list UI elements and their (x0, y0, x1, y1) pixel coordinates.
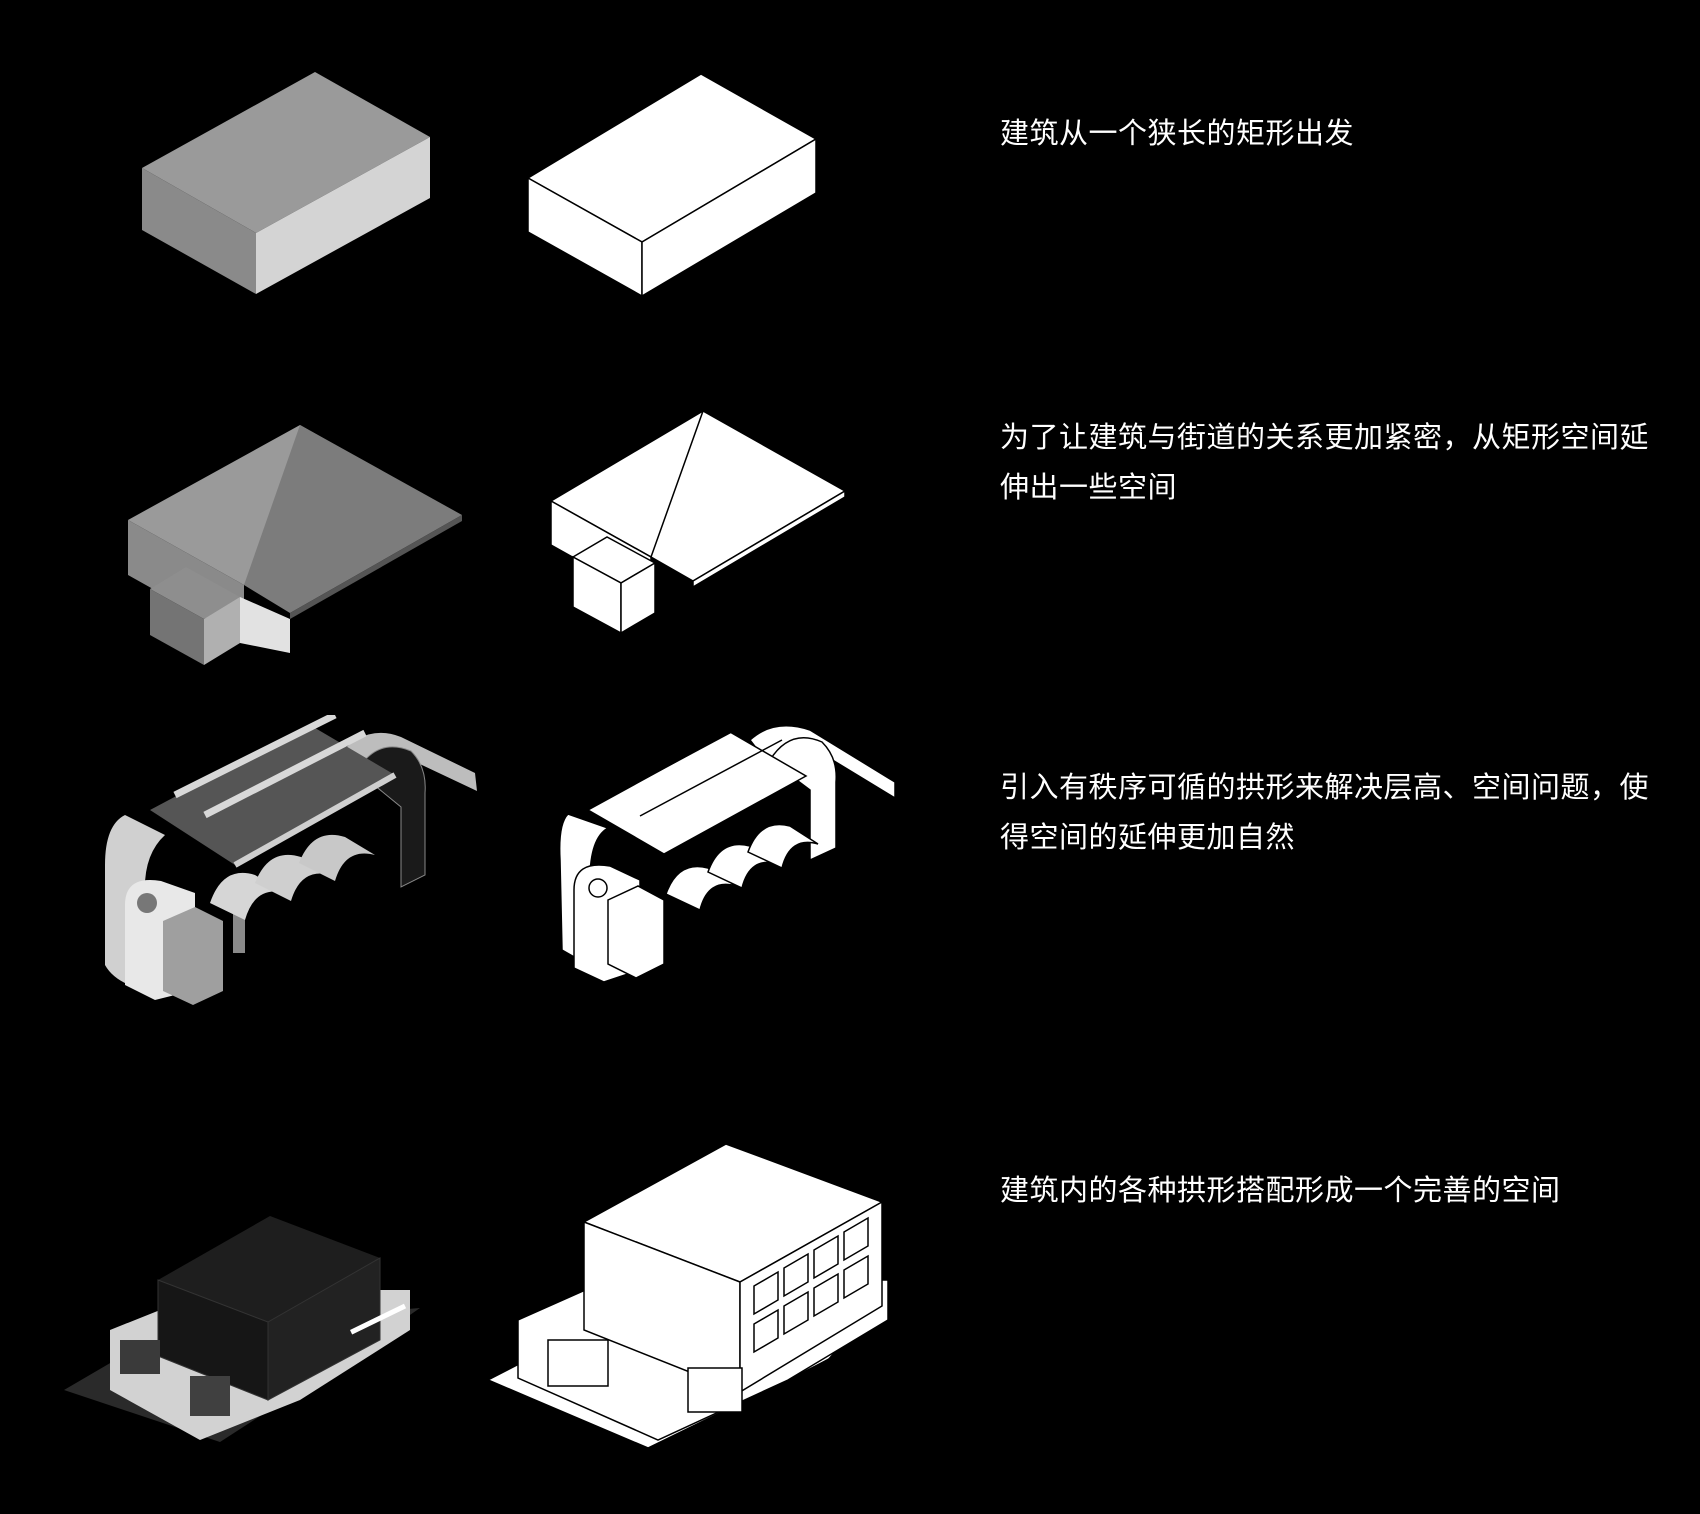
vault-ridge-2 (203, 729, 367, 819)
slab-extension (244, 425, 462, 613)
courtyard-void (120, 1340, 160, 1374)
step-4-caption: 建筑内的各种拱形搭配形成一个完善的空间 (1000, 1173, 1561, 1207)
step-4-line-building (488, 1143, 949, 1449)
step-3-line-arches (560, 720, 896, 983)
box-right (256, 137, 430, 294)
box-right (641, 137, 817, 298)
step-1: 建筑从一个狭长的矩形出发 (0, 0, 1700, 330)
box-top (142, 72, 430, 233)
slab-rail (807, 1295, 949, 1371)
recess-light (240, 597, 290, 653)
step-2: 为了让建筑与街道的关系更加紧密，从矩形空间延伸出一些空间 (0, 0, 1700, 700)
step-3: 引入有秩序可循的拱形来解决层高、空间问题，使得空间的延伸更加自然 (105, 715, 1650, 1005)
step-4-dark-building (64, 1216, 420, 1442)
slab-edge (290, 515, 462, 619)
step-3-shaded-arches (105, 715, 477, 1005)
half-cylinder-back (337, 732, 477, 791)
slab-edge (692, 489, 846, 589)
small-post (233, 913, 245, 953)
step-2-shaded-extended (128, 425, 462, 665)
entry-opening (190, 1376, 230, 1416)
drum-void (588, 878, 608, 898)
step-2-caption: 为了让建筑与街道的关系更加紧密，从矩形空间延伸出一些空间 (1000, 420, 1650, 504)
vault-shell-3 (299, 834, 375, 881)
step-2-line-extended (549, 409, 847, 635)
annex-top (150, 567, 240, 619)
annex-right (620, 561, 656, 635)
drum-void (137, 893, 157, 913)
vault-roof (150, 725, 395, 865)
vault-front-edge (233, 772, 397, 868)
vault-ridge-1 (173, 715, 337, 799)
box-left (142, 168, 256, 294)
step-1-shaded-box (142, 72, 430, 294)
mass-right (739, 1200, 883, 1394)
step-1-caption: 建筑从一个狭长的矩形出发 (1000, 116, 1355, 150)
column-block (163, 907, 223, 1005)
vault-ridge-1 (611, 720, 755, 797)
step-3-caption: 引入有秩序可循的拱形来解决层高、空间问题，使得空间的延伸更加自然 (1000, 770, 1650, 854)
vault-ridge-2 (639, 739, 783, 817)
vault-shell-3 (747, 823, 819, 870)
step-1-line-box (526, 73, 818, 298)
mass-right (267, 1257, 381, 1401)
annex-left (150, 589, 204, 665)
slab-edge-light (350, 1303, 407, 1335)
mass-top (158, 1216, 380, 1322)
window-grid (753, 1216, 869, 1354)
annex-right (204, 597, 240, 665)
stair-box (547, 1339, 609, 1387)
arch-box (687, 1367, 743, 1413)
column-block (607, 885, 665, 979)
